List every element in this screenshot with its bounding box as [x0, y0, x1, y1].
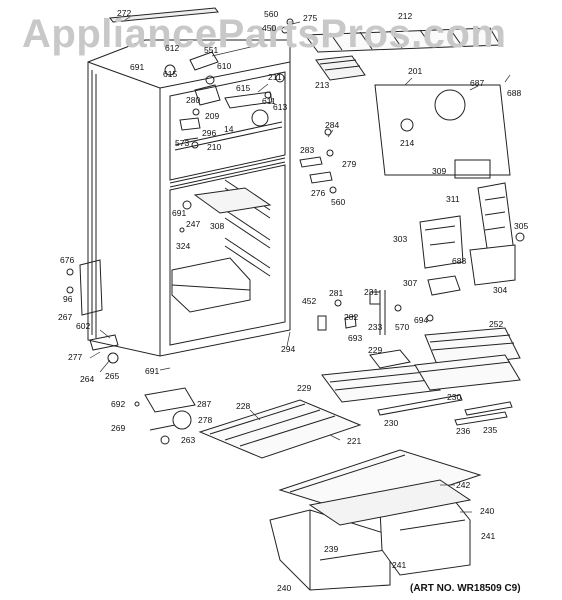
callout-264: 264: [80, 374, 95, 384]
callout-615-a: 615: [163, 69, 178, 79]
callout-267: 267: [58, 312, 73, 322]
callout-284: 284: [325, 120, 340, 130]
callout-252: 252: [489, 319, 504, 329]
wire-shelves: [322, 328, 520, 425]
callout-693: 693: [348, 333, 363, 343]
callout-279: 279: [342, 159, 357, 169]
callout-240-b: 240: [277, 583, 292, 593]
callout-276-a: 276: [311, 188, 326, 198]
callout-278: 278: [198, 415, 213, 425]
callout-688-b: 688: [452, 256, 467, 266]
callout-280: 280: [186, 95, 201, 105]
callout-560: 560: [264, 9, 279, 19]
callout-228: 228: [236, 401, 251, 411]
callout-602: 602: [76, 321, 91, 331]
callout-296: 296: [202, 128, 217, 138]
callout-615-b: 615: [236, 83, 251, 93]
callout-239: 239: [324, 544, 339, 554]
art-number: (ART NO. WR18509 C9): [410, 583, 521, 594]
callout-311: 311: [446, 194, 460, 204]
callout-211: 211: [268, 72, 282, 82]
callout-209: 209: [205, 111, 220, 121]
callout-305: 305: [514, 221, 529, 231]
callout-452: 452: [302, 296, 317, 306]
cabinet: [88, 40, 290, 356]
callout-212: 212: [398, 11, 413, 21]
top-trim-strip: [110, 8, 218, 22]
evaporator-cover: [375, 85, 510, 175]
callout-233: 233: [368, 322, 383, 332]
callout-691-b: 691: [172, 208, 187, 218]
shelf-supports: [318, 290, 433, 335]
callout-275: 275: [303, 13, 318, 23]
glass-shelf: [200, 400, 360, 458]
callout-281: 281: [329, 288, 344, 298]
callout-214: 214: [400, 138, 415, 148]
watermark: AppliancePartsPros.com: [22, 12, 507, 56]
callout-324: 324: [176, 241, 191, 251]
callout-272: 272: [117, 8, 132, 18]
callout-282: 282: [344, 312, 359, 322]
callout-236: 236: [456, 426, 471, 436]
leader-lines: [90, 17, 510, 512]
callout-294: 294: [281, 344, 296, 354]
callout-263: 263: [181, 435, 196, 445]
ice-tray: [316, 56, 365, 80]
callout-309: 309: [432, 166, 447, 176]
temperature-control: [420, 216, 463, 268]
callout-242: 242: [456, 480, 471, 490]
label-plate: [455, 160, 490, 178]
callout-96: 96: [63, 294, 73, 304]
callout-691-a: 691: [130, 62, 145, 72]
callout-307: 307: [403, 278, 418, 288]
callout-247: 247: [186, 219, 201, 229]
callout-687: 687: [470, 78, 485, 88]
callout-287: 287: [197, 399, 212, 409]
control-bracket: [428, 276, 460, 295]
callout-221: 221: [347, 436, 362, 446]
fresh-food-pan-cover: [195, 188, 270, 213]
callout-611: 611: [262, 96, 276, 106]
callout-201: 201: [408, 66, 423, 76]
callout-229-a: 229: [368, 345, 383, 355]
callout-229-b: 229: [297, 383, 312, 393]
callout-691-c: 691: [145, 366, 160, 376]
callout-303: 303: [393, 234, 408, 244]
callout-613: 613: [273, 102, 288, 112]
callout-688-a: 688: [507, 88, 522, 98]
freezer-shelf-212: [305, 28, 500, 52]
callout-676: 676: [60, 255, 75, 265]
crisper-hardware: [135, 388, 195, 444]
callout-560-b: 560: [331, 197, 346, 207]
callout-14: 14: [224, 124, 234, 134]
callout-269: 269: [111, 423, 126, 433]
callout-308: 308: [210, 221, 225, 231]
crisper-drawers: [270, 480, 470, 590]
callout-265: 265: [105, 371, 120, 381]
callout-692: 692: [111, 399, 126, 409]
callout-610: 610: [217, 61, 232, 71]
callout-213: 213: [315, 80, 330, 90]
callout-450: 450: [262, 23, 277, 33]
upper-small-parts: [165, 19, 336, 193]
callout-283: 283: [300, 145, 315, 155]
callout-241-b: 241: [392, 560, 407, 570]
callout-231: 231: [364, 287, 379, 297]
callout-240-a: 240: [480, 506, 495, 516]
callout-210: 210: [207, 142, 222, 152]
callout-551: 551: [204, 45, 219, 55]
callout-230-a: 230: [447, 392, 462, 402]
air-duct-assembly: [470, 183, 524, 285]
callout-612: 612: [165, 43, 180, 53]
callout-570: 570: [395, 322, 410, 332]
callout-304: 304: [493, 285, 508, 295]
callout-277: 277: [68, 352, 83, 362]
lower-hinge-bracket: [67, 260, 118, 363]
callout-241-a: 241: [481, 531, 496, 541]
callout-230-b: 230: [384, 418, 399, 428]
callout-573: 573: [175, 138, 190, 148]
callout-694: 694: [414, 315, 429, 325]
callout-235: 235: [483, 425, 498, 435]
